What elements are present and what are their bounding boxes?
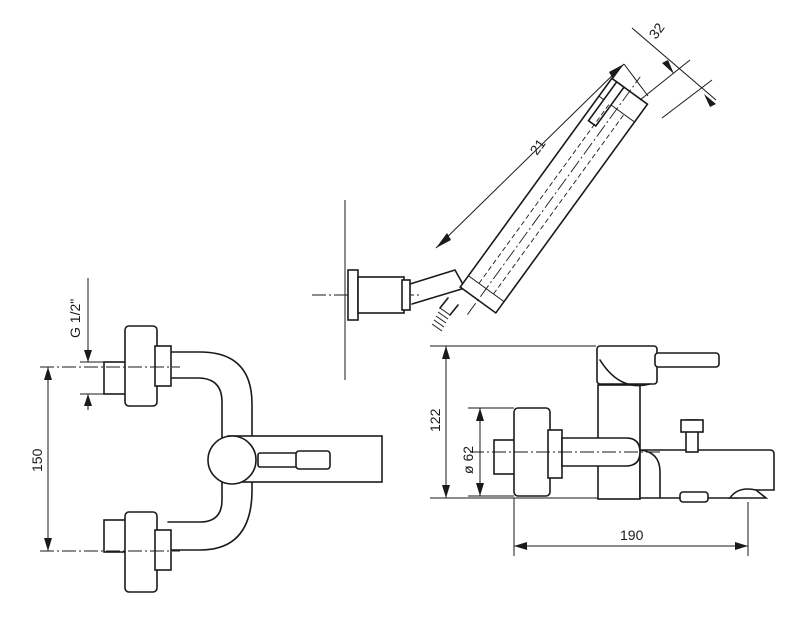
mixer-knob xyxy=(207,435,257,485)
side-pipe xyxy=(561,437,641,467)
dim-62-label: ø 62 xyxy=(460,446,476,474)
diverter-cap xyxy=(680,419,704,433)
top-view: G 1/2" 150 xyxy=(29,278,383,593)
cartridge-curve xyxy=(599,359,651,387)
side-thread xyxy=(493,439,517,475)
holder-neck xyxy=(409,269,466,305)
outlet-left xyxy=(679,491,709,503)
upper-flange xyxy=(124,325,158,407)
holder-body xyxy=(357,276,405,314)
dim-122-label: 122 xyxy=(427,408,443,432)
lower-connector xyxy=(154,529,172,571)
u-pipe-outer xyxy=(167,351,253,551)
hand-shower-view: 21 32 xyxy=(312,20,717,380)
dim-length-label: 21 xyxy=(526,136,548,158)
holder-cap xyxy=(401,279,411,311)
holder-flange xyxy=(347,269,359,321)
dim-line-diameter xyxy=(631,27,717,101)
thread-label: G 1/2" xyxy=(67,299,83,338)
mixer-cartridge xyxy=(596,345,658,385)
dim-190-label: 190 xyxy=(620,527,644,543)
lower-thread xyxy=(103,519,127,553)
side-view: 122 ø 62 190 xyxy=(427,345,775,556)
lower-flange xyxy=(124,511,158,593)
lever-end xyxy=(295,450,331,470)
dim-diameter-label: 32 xyxy=(645,20,667,42)
dim-line-length xyxy=(435,63,625,249)
handle-lever xyxy=(654,352,720,368)
hose-connector xyxy=(431,297,459,332)
side-connector xyxy=(547,429,563,479)
outlet-right xyxy=(728,488,769,499)
upper-connector xyxy=(154,345,172,387)
shower-handle xyxy=(459,76,649,315)
dim-150-label: 150 xyxy=(29,448,45,472)
spout-curve xyxy=(639,449,661,499)
